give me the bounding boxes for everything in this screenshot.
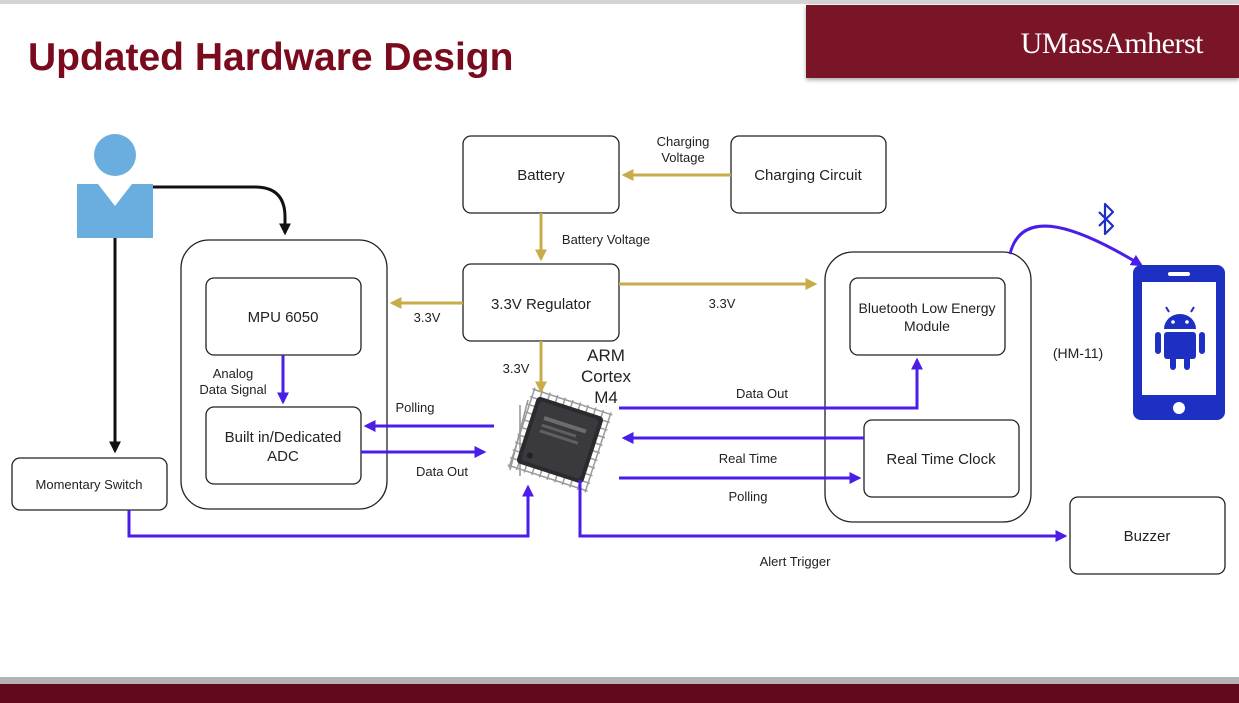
buzzer-label: Buzzer <box>1124 528 1171 545</box>
buzzer-node: Buzzer <box>1069 496 1226 575</box>
regulator-label: 3.3V Regulator <box>491 296 591 313</box>
momentary-switch-label: Momentary Switch <box>36 477 143 492</box>
top-rule <box>0 0 1239 4</box>
real-time-label: Real Time <box>719 451 778 466</box>
v33-left-label: 3.3V <box>414 310 441 325</box>
analog-label-1: Analog <box>213 366 253 381</box>
charging-voltage-label-2: Voltage <box>661 150 704 165</box>
mpu-label: MPU 6050 <box>248 309 319 326</box>
regulator-node: 3.3V Regulator <box>462 263 620 342</box>
charging-circuit-node: Charging Circuit <box>730 135 887 214</box>
brand-banner: UMassAmherst <box>806 5 1239 78</box>
mpu-node: MPU 6050 <box>205 277 362 356</box>
ble-label-2: Module <box>904 318 950 334</box>
alert-trigger-arrow <box>578 480 1068 542</box>
footer-rule <box>0 677 1239 684</box>
footer-bar <box>0 684 1239 703</box>
android-icon <box>1155 306 1205 370</box>
data-out-adc-label: Data Out <box>416 464 468 479</box>
ble-label-1: Bluetooth Low Energy <box>859 300 996 316</box>
data-out-ble-label: Data Out <box>736 386 788 401</box>
person-icon <box>77 134 153 238</box>
momentary-switch-node: Momentary Switch <box>11 457 168 511</box>
v33-down-label: 3.3V <box>503 361 530 376</box>
polling-rtc-label: Polling <box>728 489 767 504</box>
mcu-label-1: ARM <box>587 346 625 365</box>
switch-to-mcu-arrow <box>127 484 534 538</box>
alert-trigger-label: Alert Trigger <box>760 554 831 569</box>
charging-circuit-label: Charging Circuit <box>754 167 862 184</box>
rtc-node: Real Time Clock <box>863 419 1020 498</box>
rtc-label: Real Time Clock <box>886 451 996 468</box>
chip-icon <box>507 387 613 493</box>
adc-label-1: Built in/Dedicated <box>225 429 342 446</box>
bluetooth-icon <box>1098 202 1115 236</box>
mcu-label-3: M4 <box>594 388 618 407</box>
adc-node: Built in/Dedicated ADC <box>205 406 362 485</box>
polling-adc-label: Polling <box>395 400 434 415</box>
battery-voltage-label: Battery Voltage <box>562 232 650 247</box>
adc-label-2: ADC <box>267 448 299 465</box>
wireless-link-arrow <box>1008 224 1144 267</box>
brand-logo-text: UMassAmherst <box>1020 27 1204 60</box>
user-to-mpu-arrow <box>153 185 291 236</box>
mcu-label-2: Cortex <box>581 367 632 386</box>
battery-label: Battery <box>517 167 565 184</box>
analog-label-2: Data Signal <box>199 382 266 397</box>
v33-right-label: 3.3V <box>709 296 736 311</box>
data-out-ble-arrow <box>619 357 923 410</box>
charging-voltage-label-1: Charging <box>657 134 710 149</box>
slide-title: Updated Hardware Design <box>28 36 514 79</box>
ble-node: Bluetooth Low Energy Module <box>849 277 1006 356</box>
ble-part-number: (HM-11) <box>1053 345 1103 361</box>
battery-node: Battery <box>462 135 620 214</box>
